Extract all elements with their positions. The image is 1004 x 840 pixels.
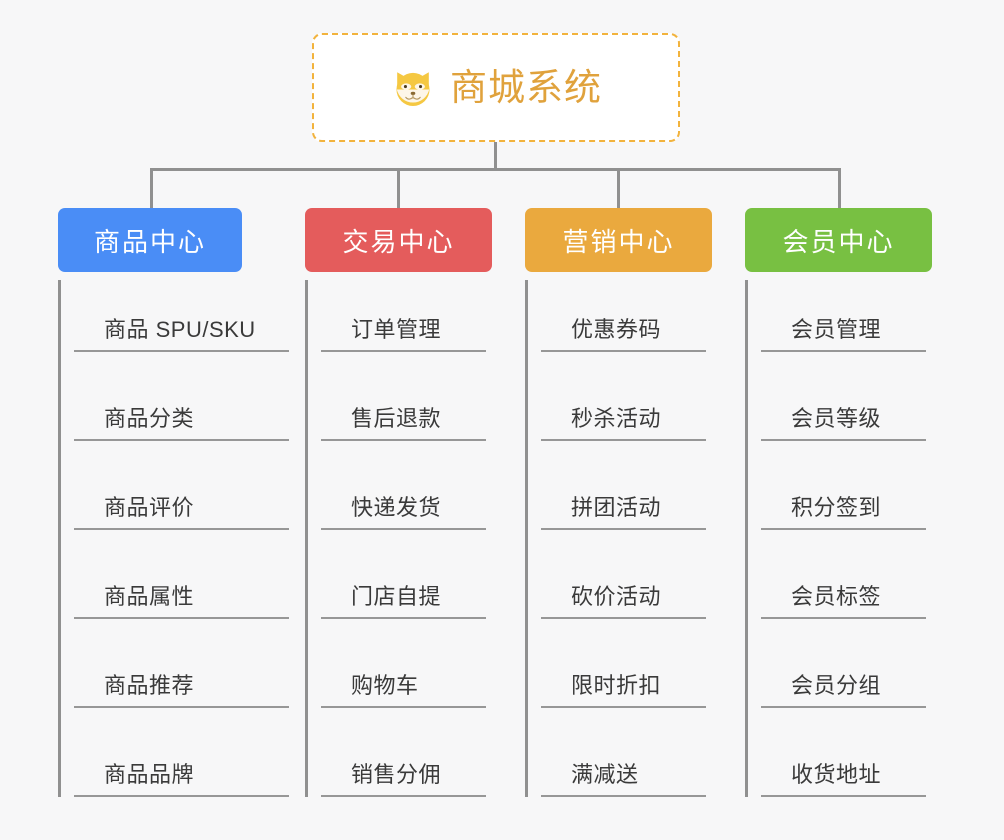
list-item[interactable]: 商品分类 [74, 352, 289, 441]
leaf-list-trade: 订单管理 售后退款 快递发货 门店自提 购物车 销售分佣 [305, 280, 520, 797]
list-item[interactable]: 销售分佣 [321, 708, 486, 797]
list-item[interactable]: 商品品牌 [74, 708, 289, 797]
list-item[interactable]: 拼团活动 [541, 441, 706, 530]
leaf-list-product: 商品 SPU/SKU 商品分类 商品评价 商品属性 商品推荐 商品品牌 [58, 280, 289, 797]
list-item[interactable]: 门店自提 [321, 530, 486, 619]
connector-drop-3 [617, 168, 620, 210]
shiba-dog-icon [390, 65, 436, 111]
list-item[interactable]: 售后退款 [321, 352, 486, 441]
list-item[interactable]: 快递发货 [321, 441, 486, 530]
list-item[interactable]: 商品评价 [74, 441, 289, 530]
list-item[interactable]: 订单管理 [321, 280, 486, 352]
list-item[interactable]: 会员管理 [761, 280, 926, 352]
leaf-list-marketing: 优惠券码 秒杀活动 拼团活动 砍价活动 限时折扣 满减送 [525, 280, 740, 797]
leaf-list-member: 会员管理 会员等级 积分签到 会员标签 会员分组 收货地址 [745, 280, 960, 797]
category-box-product[interactable]: 商品中心 [58, 208, 242, 272]
connector-horizontal-bar [150, 168, 841, 171]
branch-column-product: 商品中心 商品 SPU/SKU 商品分类 商品评价 商品属性 商品推荐 商品品牌 [58, 208, 289, 797]
list-item[interactable]: 购物车 [321, 619, 486, 708]
list-item[interactable]: 收货地址 [761, 708, 926, 797]
list-item[interactable]: 满减送 [541, 708, 706, 797]
category-box-marketing[interactable]: 营销中心 [525, 208, 712, 272]
list-item[interactable]: 优惠券码 [541, 280, 706, 352]
list-item[interactable]: 商品 SPU/SKU [74, 280, 289, 352]
list-item[interactable]: 秒杀活动 [541, 352, 706, 441]
branch-column-member: 会员中心 会员管理 会员等级 积分签到 会员标签 会员分组 收货地址 [745, 208, 960, 797]
category-box-member[interactable]: 会员中心 [745, 208, 932, 272]
list-item[interactable]: 商品推荐 [74, 619, 289, 708]
list-item[interactable]: 会员分组 [761, 619, 926, 708]
list-item[interactable]: 限时折扣 [541, 619, 706, 708]
category-label: 商品中心 [93, 226, 206, 257]
list-item[interactable]: 会员标签 [761, 530, 926, 619]
list-item[interactable]: 砍价活动 [541, 530, 706, 619]
connector-drop-1 [150, 168, 153, 210]
category-label: 会员中心 [782, 226, 895, 257]
root-node[interactable]: 商城系统 [312, 33, 680, 142]
list-item[interactable]: 积分签到 [761, 441, 926, 530]
connector-drop-2 [397, 168, 400, 210]
branch-column-trade: 交易中心 订单管理 售后退款 快递发货 门店自提 购物车 销售分佣 [305, 208, 520, 797]
branch-column-marketing: 营销中心 优惠券码 秒杀活动 拼团活动 砍价活动 限时折扣 满减送 [525, 208, 740, 797]
list-item[interactable]: 商品属性 [74, 530, 289, 619]
list-item[interactable]: 会员等级 [761, 352, 926, 441]
category-label: 营销中心 [562, 226, 675, 257]
root-title: 商城系统 [450, 67, 602, 108]
connector-root-stem [494, 142, 497, 171]
connector-drop-4 [838, 168, 841, 210]
category-label: 交易中心 [342, 226, 455, 257]
category-box-trade[interactable]: 交易中心 [305, 208, 492, 272]
